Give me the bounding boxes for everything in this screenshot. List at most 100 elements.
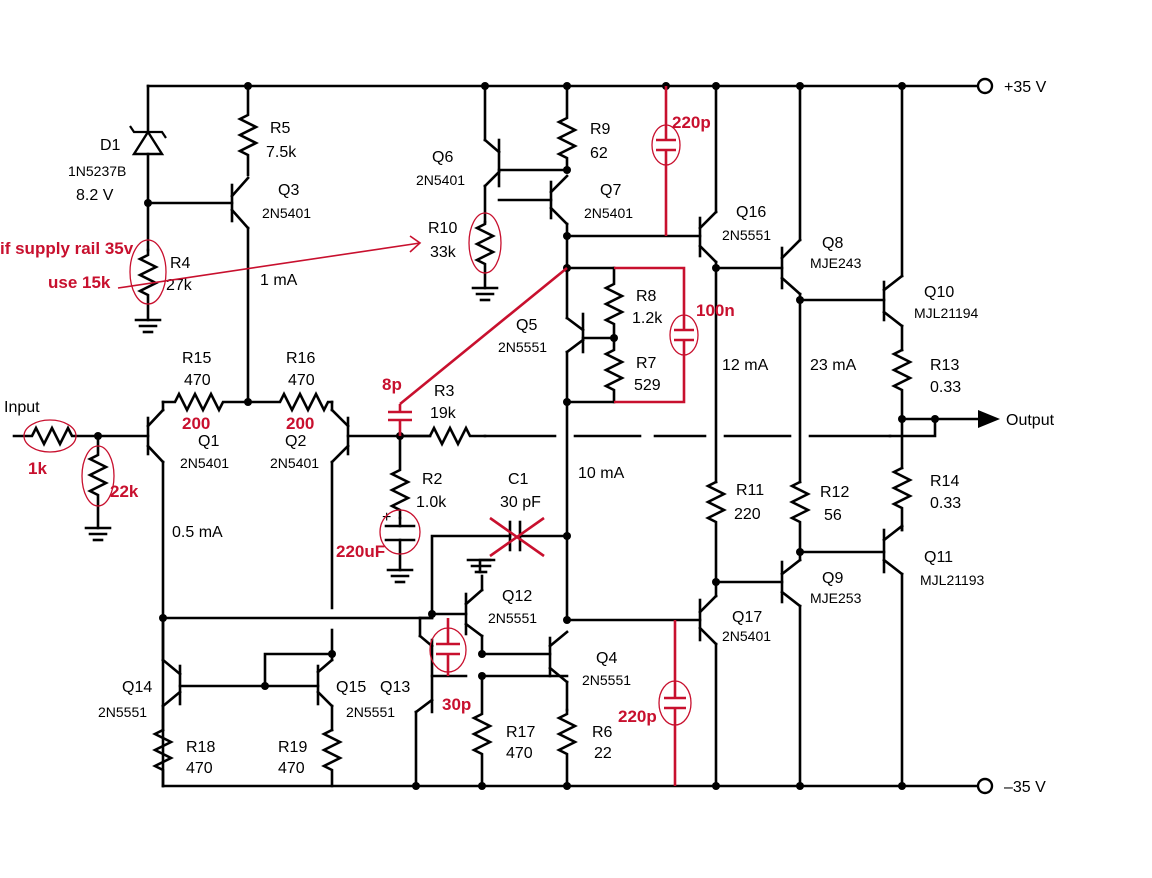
resistor-r5: R5 7.5k: [237, 84, 297, 177]
resistor-r8: R8 1.2k: [603, 266, 663, 340]
annotation-supply-note-line2: use 15k: [48, 273, 111, 292]
zener-d1: D1 1N5237B 8.2 V: [68, 84, 167, 252]
current-q1: 0.5 mA: [172, 524, 223, 541]
transistor-q7: Q7 2N5401: [497, 174, 702, 270]
q6-ref: Q6: [432, 149, 453, 166]
transistor-q4: Q4 2N5551: [480, 630, 631, 712]
q1-part: 2N5401: [180, 455, 229, 471]
negative-rail-label: –35 V: [1004, 779, 1046, 796]
resistor-r10: R10 33k: [428, 220, 499, 302]
negative-rail: –35 V: [161, 777, 1046, 796]
resistor-r12: R12 56: [789, 480, 886, 554]
annotation-22k-label: 22k: [110, 482, 139, 501]
output-node: Output: [888, 410, 1055, 438]
r10-value: 33k: [430, 244, 457, 261]
current-output: 23 mA: [810, 357, 857, 374]
r13-value: 0.33: [930, 379, 961, 396]
capacitor-c1: C1 30 pF: [430, 471, 569, 616]
r17-value: 470: [506, 745, 533, 762]
r11-ref: R11: [736, 482, 764, 499]
annotation-30p-label: 30p: [442, 695, 471, 714]
annotation-220uf: 220uF: [336, 509, 421, 561]
annotation-220p-bottom-label: 220p: [618, 707, 657, 726]
r2-value: 1.0k: [416, 494, 447, 511]
d1-part: 1N5237B: [68, 163, 126, 179]
annotation-100n-label: 100n: [696, 301, 735, 320]
q15-part: 2N5551: [346, 704, 395, 720]
r12-ref: R12: [820, 484, 849, 501]
positive-rail: +35 V: [146, 77, 1047, 96]
transistor-q15: Q15 2N5551: [316, 628, 395, 732]
q15-ref: Q15: [336, 679, 366, 696]
transistor-q11: Q11 MJL21193: [882, 524, 985, 788]
r16-ref: R16: [286, 350, 315, 367]
transistor-q8: Q8 MJE243 23 mA: [780, 84, 886, 484]
plus-sign: +: [382, 509, 391, 526]
current-q3: 1 mA: [260, 272, 298, 289]
r12-value: 56: [824, 507, 842, 524]
q12-part: 2N5551: [488, 610, 537, 626]
resistor-r14: R14 0.33: [891, 466, 961, 532]
q3-part: 2N5401: [262, 205, 311, 221]
resistor-r3: R3 19k: [398, 383, 487, 447]
q9-part: MJE253: [810, 590, 862, 606]
q17-part: 2N5401: [722, 628, 771, 644]
annotation-c1-removed: [489, 516, 545, 558]
q7-part: 2N5401: [584, 205, 633, 221]
annotation-input-marks: 1k 22k: [23, 419, 139, 507]
r19-value: 470: [278, 760, 305, 777]
resistor-r18: R18 470: [152, 728, 215, 788]
capacitor-220uf: +: [382, 509, 416, 584]
resistor-r19: R19 470: [278, 728, 343, 788]
annotation-supply-note: if supply rail 35v use 15k: [0, 212, 502, 305]
input-resistor-1k: Input: [4, 399, 150, 447]
resistor-r9: R9 62: [556, 84, 611, 172]
annotation-100n: 100n: [614, 266, 735, 404]
resistor-r17: R17 470: [471, 674, 535, 788]
q4-part: 2N5551: [582, 672, 631, 688]
q14-part: 2N5551: [98, 704, 147, 720]
resistor-r15: R15 470: [161, 350, 250, 413]
q6-part: 2N5401: [416, 172, 465, 188]
input-resistor-22k: [84, 434, 112, 542]
current-driver: 12 mA: [722, 357, 769, 374]
r14-value: 0.33: [930, 495, 961, 512]
r15-value: 470: [184, 372, 211, 389]
resistor-r4: R4 27k: [134, 248, 193, 334]
annotation-8p-label: 8p: [382, 375, 402, 394]
r3-value: 19k: [430, 405, 457, 422]
r19-ref: R19: [278, 739, 307, 756]
resistor-r11: R11 220: [705, 480, 784, 584]
c1-value: 30 pF: [500, 494, 541, 511]
q3-ref: Q3: [278, 182, 299, 199]
transistor-q6: Q6 2N5401: [416, 84, 569, 224]
r14-ref: R14: [930, 473, 959, 490]
r7-value: 529: [634, 377, 661, 394]
q16-ref: Q16: [736, 204, 766, 221]
r7-ref: R7: [636, 355, 657, 372]
resistor-r13: R13 0.33: [891, 348, 961, 470]
r8-ref: R8: [636, 288, 657, 305]
transistor-q9: Q9 MJE253: [780, 550, 862, 788]
q16-part: 2N5551: [722, 227, 771, 243]
r9-ref: R9: [590, 121, 611, 138]
r17-ref: R17: [506, 724, 535, 741]
r13-ref: R13: [930, 357, 959, 374]
r2-ref: R2: [422, 471, 443, 488]
transistor-q14: Q14 2N5551: [98, 616, 320, 732]
transistor-q12: Q12 2N5551: [430, 558, 552, 656]
q8-part: MJE243: [810, 255, 862, 271]
annotation-220p-bottom: 220p: [618, 620, 692, 786]
annotation-8p: 8p: [382, 266, 568, 436]
output-label: Output: [1006, 412, 1055, 429]
input-label: Input: [4, 399, 40, 416]
transistor-q5: Q5 2N5551: [498, 266, 616, 622]
q13-ref: Q13: [380, 679, 410, 696]
transistor-q2: Q2 2N5401: [270, 400, 432, 610]
r8-value: 1.2k: [632, 310, 663, 327]
r18-value: 470: [186, 760, 213, 777]
q10-ref: Q10: [924, 284, 954, 301]
q9-ref: Q9: [822, 570, 843, 587]
transistor-q10: Q10 MJL21194: [882, 84, 979, 352]
d1-ref: D1: [100, 137, 121, 154]
